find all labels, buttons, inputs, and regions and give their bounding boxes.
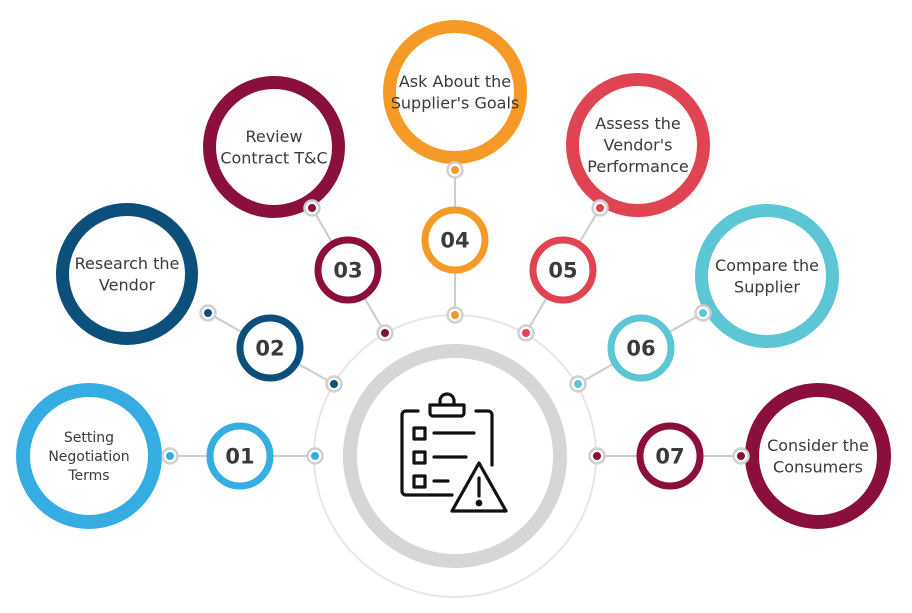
step-5-label-line-3: Performance (587, 157, 688, 176)
step-5-big-dot-core (596, 204, 604, 212)
step-1-label-ring (16, 383, 162, 529)
step-2-label-line-2: Vendor (99, 275, 156, 294)
step-4-label-line-2: Supplier's Goals (391, 93, 520, 112)
step-2-number-ring (236, 314, 304, 382)
center-hub (343, 344, 567, 568)
step-5-hub-dot-core (522, 329, 530, 337)
step-2-label-line-1: Research the (75, 254, 180, 273)
step-1-hub-dot-core (311, 452, 319, 460)
step-2-big-dot-core (204, 309, 212, 317)
step-1-label-line-2: Negotiation (48, 449, 129, 465)
step-5-label-ring (566, 73, 710, 217)
step-4-hub-dot-core (451, 311, 459, 319)
step-1-big-dot-core (166, 452, 174, 460)
connectors (170, 170, 741, 457)
step-1-number-ring (206, 422, 274, 490)
step-6-label-ring (695, 204, 839, 348)
step-3-label-ring (203, 76, 345, 218)
step-7-number-ring (636, 422, 704, 490)
step-5-label-line-1: Assess the (595, 114, 680, 133)
clipboard-warning-icon (400, 392, 508, 513)
step-6-big-dot-core (699, 309, 707, 317)
step-6-hub-dot-core (574, 380, 582, 388)
step-1-label-line-3: Terms (67, 468, 109, 484)
step-6-label-line-1: Compare the (715, 256, 819, 275)
step-4-label-line-1: Ask About the (399, 72, 511, 91)
step-7-label-ring (745, 383, 891, 529)
step-7-label-line-1: Consider the (767, 436, 869, 455)
step-4-label-ring (383, 20, 527, 164)
step-4-number-ring (421, 206, 489, 274)
step-6-label-line-2: Supplier (734, 277, 800, 296)
step-1-label-line-1: Setting (64, 430, 114, 446)
step-3-label-line-2: Contract T&C (220, 148, 327, 167)
step-5-number-ring (529, 236, 597, 304)
step-7-label-line-2: Consumers (773, 457, 863, 476)
step-2-hub-dot-core (330, 380, 338, 388)
step-3-number: 03 (333, 259, 362, 283)
step-2-label-ring (56, 203, 198, 345)
step-7-hub-dot-core (593, 452, 601, 460)
step-2-number: 02 (255, 337, 284, 361)
step-3-number-ring (314, 236, 382, 304)
step-5-label-line-2: Vendor's (604, 136, 673, 155)
step-3-hub-dot-core (381, 329, 389, 337)
step-3-big-dot-core (308, 204, 316, 212)
step-3-label-line-1: Review (245, 127, 302, 146)
step-5-number: 05 (548, 259, 577, 283)
step-6-number-ring (607, 314, 675, 382)
step-4-number: 04 (440, 229, 469, 253)
step-7-big-dot-core (737, 452, 745, 460)
step-4-big-dot-core (451, 166, 459, 174)
step-6-number: 06 (626, 337, 655, 361)
step-7-number: 07 (655, 445, 684, 469)
step-1-number: 01 (225, 445, 254, 469)
